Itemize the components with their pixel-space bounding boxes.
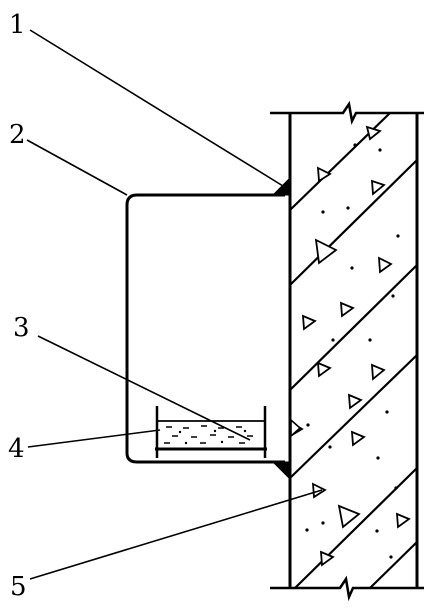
leader-2 [26, 139, 128, 196]
callout-3: 3 [13, 313, 30, 343]
concrete-wall [270, 100, 424, 602]
leader-1 [29, 29, 284, 187]
tray [155, 406, 267, 458]
leader-5 [29, 489, 323, 580]
callout-labels: 1 2 3 4 5 [8, 10, 30, 602]
wall-hatch [289, 112, 418, 589]
leader-lines [26, 29, 323, 580]
callout-5: 5 [10, 572, 27, 602]
gutter-outline [125, 193, 285, 464]
callout-2: 2 [9, 120, 26, 150]
top-fillet [271, 176, 291, 196]
fillet-sealants [271, 176, 302, 481]
callout-4: 4 [8, 434, 25, 464]
fill-material-dashes [164, 425, 253, 444]
wall-top-break-line [270, 100, 424, 125]
wall-bottom-break-line [270, 575, 424, 602]
leader-3 [37, 335, 251, 441]
fill-material-dots [178, 429, 247, 445]
mid-fillet [290, 418, 302, 438]
gutter-body [125, 193, 285, 464]
callout-1: 1 [9, 10, 26, 40]
aggregate-dots [305, 143, 400, 559]
leader-4 [27, 429, 161, 448]
bottom-fillet [271, 461, 291, 481]
